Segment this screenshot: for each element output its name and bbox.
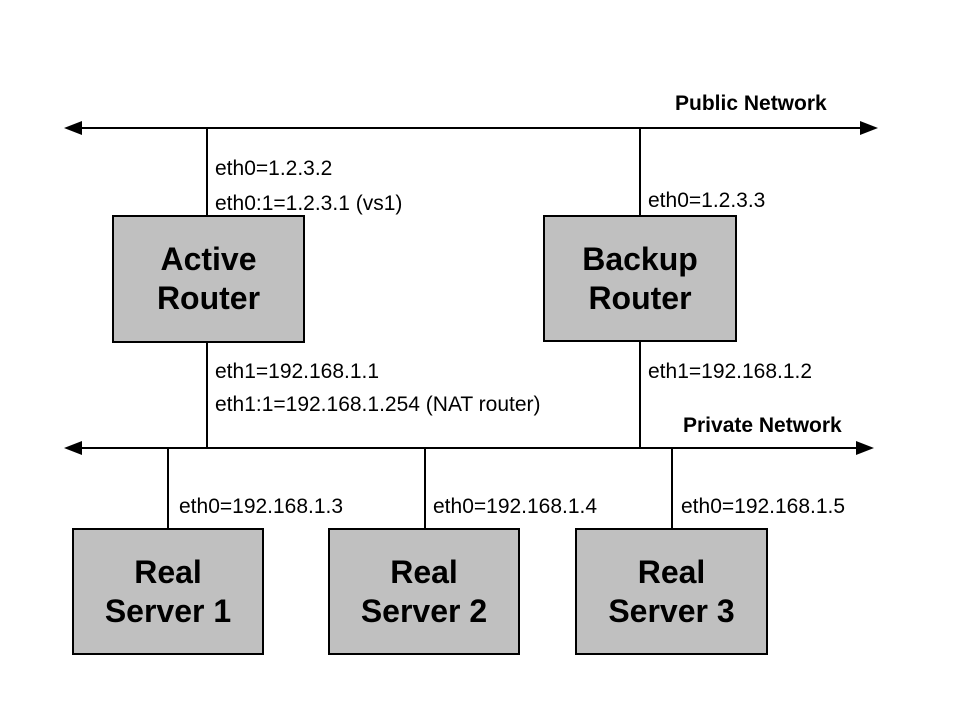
active-router-eth1-alias-label: eth1:1=192.168.1.254 (NAT router) — [215, 393, 541, 416]
private-network-label: Private Network — [683, 414, 842, 437]
real-server-3-name-line2: Server 3 — [608, 592, 735, 629]
real-server-1-name-line2: Server 1 — [104, 592, 232, 629]
real-server-2-name-line1: Real — [390, 553, 458, 590]
real-server-1-link — [167, 448, 169, 528]
private-network-line — [78, 447, 860, 449]
real-server-2-link — [424, 448, 426, 528]
active-router-public-link — [206, 128, 208, 215]
real-server-1-name-line1: Real — [134, 553, 202, 590]
backup-router-eth1-label: eth1=192.168.1.2 — [648, 360, 813, 383]
active-router-eth0-alias-label: eth0:1=1.2.3.1 (vs1) — [215, 192, 403, 215]
public-network-arrow-left-icon — [64, 121, 82, 135]
active-router-name-line2: Router — [156, 280, 261, 316]
public-network-line — [78, 127, 864, 129]
backup-router-box: Backup Router — [543, 215, 737, 342]
real-server-2-box: Real Server 2 — [328, 528, 520, 655]
real-server-3-box: Real Server 3 — [575, 528, 768, 655]
real-server-3-eth0-label: eth0=192.168.1.5 — [681, 495, 846, 518]
active-router-eth0-label: eth0=1.2.3.2 — [215, 157, 333, 180]
backup-router-public-link — [639, 128, 641, 215]
public-network-arrow-right-icon — [860, 121, 878, 135]
real-server-1-box: Real Server 1 — [72, 528, 264, 655]
backup-router-name-line1: Backup — [582, 240, 698, 277]
active-router-box: Active Router — [112, 215, 305, 343]
private-network-arrow-left-icon — [64, 441, 82, 455]
active-router-eth1-label: eth1=192.168.1.1 — [215, 360, 380, 383]
active-router-name-line1: Active — [160, 241, 257, 277]
real-server-2-name-line2: Server 2 — [360, 592, 488, 629]
real-server-3-name-line1: Real — [637, 553, 706, 590]
backup-router-private-link — [639, 342, 641, 448]
public-network-label: Public Network — [675, 92, 827, 115]
backup-router-name-line2: Router — [588, 279, 692, 316]
real-server-3-link — [671, 448, 673, 528]
private-network-arrow-right-icon — [856, 441, 874, 455]
real-server-1-eth0-label: eth0=192.168.1.3 — [179, 495, 344, 518]
active-router-private-link — [206, 343, 208, 448]
real-server-2-eth0-label: eth0=192.168.1.4 — [433, 495, 598, 518]
backup-router-eth0-label: eth0=1.2.3.3 — [648, 189, 766, 212]
